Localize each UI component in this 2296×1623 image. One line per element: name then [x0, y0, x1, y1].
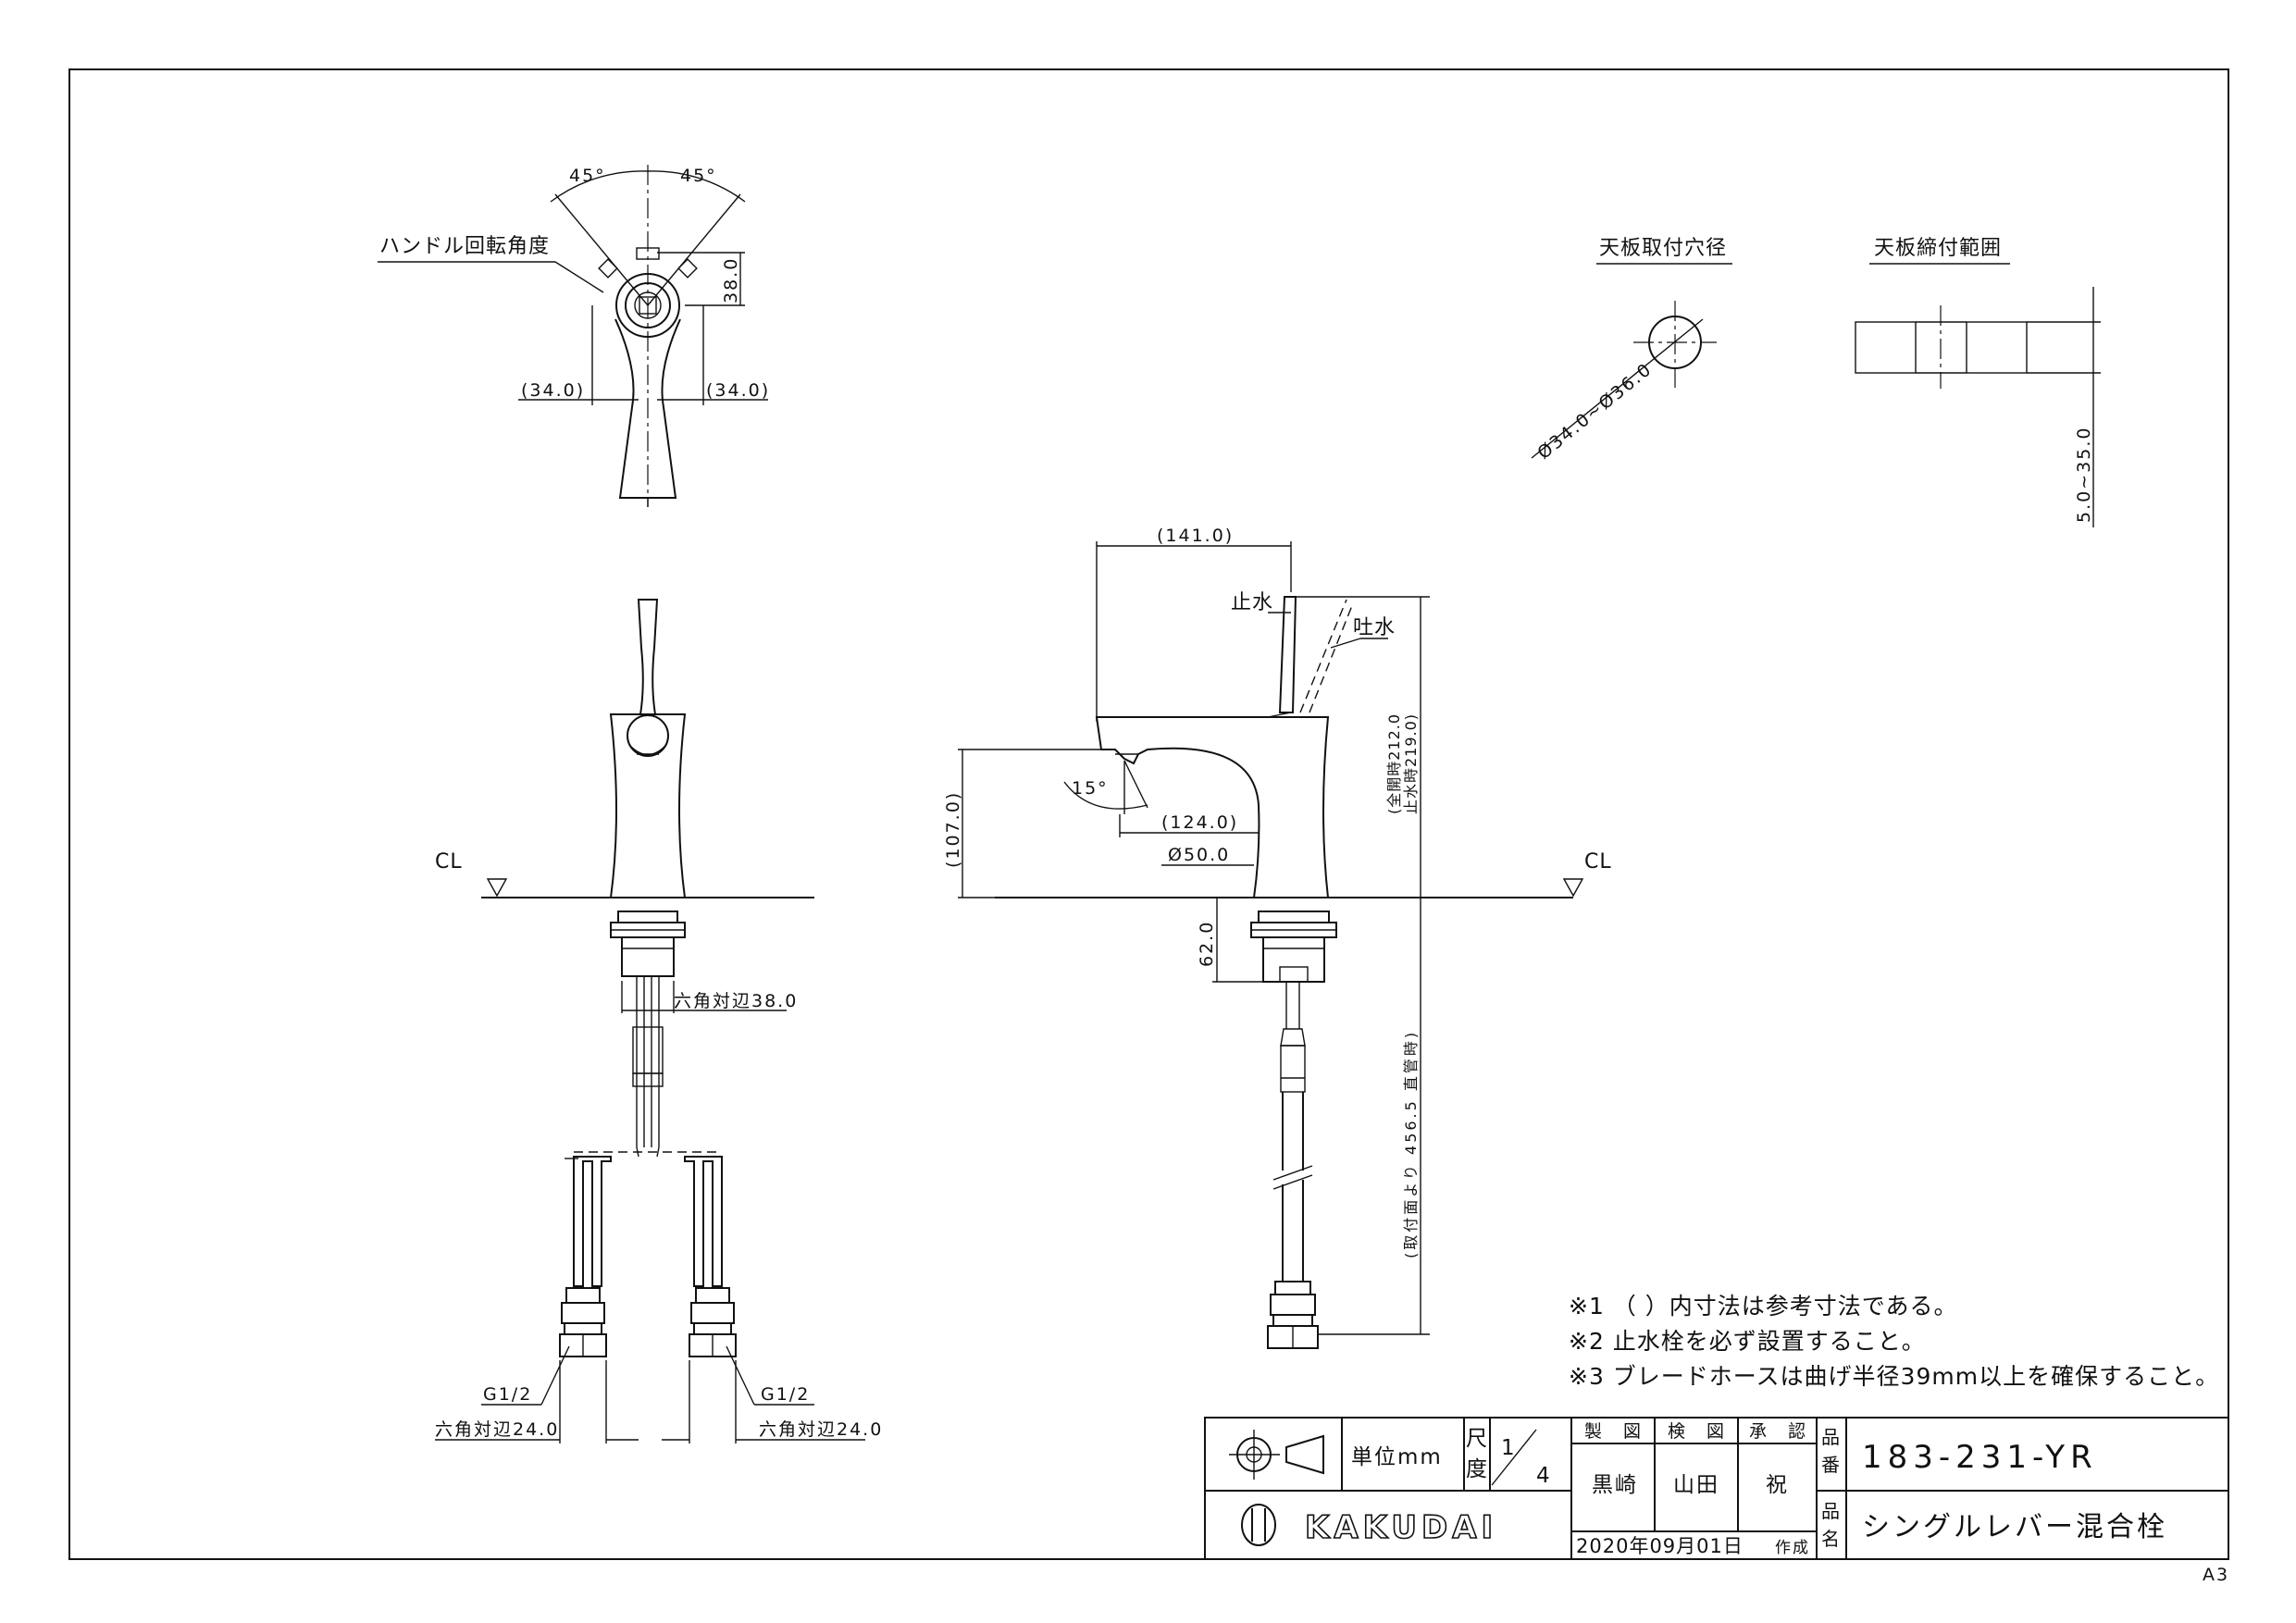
- g-left-label: G1/2: [483, 1384, 532, 1405]
- dim-141: (141.0): [1157, 526, 1234, 546]
- kakudai-logo-icon: [1241, 1504, 1276, 1546]
- unit-label: 単位mm: [1351, 1445, 1443, 1469]
- title-block: 単位mm 尺 度 1 4 製 図 検 図 承 認 黒崎 山田 祝 品 番 183…: [1204, 1417, 2229, 1560]
- part-number: 183-231-YR: [1862, 1439, 2098, 1476]
- drawing-frame: [68, 68, 2229, 1560]
- checked-by: 山田: [1673, 1473, 1719, 1497]
- product-name-label-1: 品: [1821, 1500, 1842, 1522]
- part-number-label-2: 番: [1821, 1454, 1842, 1476]
- scale-label-top: 尺: [1466, 1427, 1489, 1451]
- thickness-title: 天板締付範囲: [1874, 237, 2002, 260]
- paper-size: A3: [2203, 1565, 2229, 1585]
- cl-right-label: CL: [1584, 850, 1612, 873]
- header-approved: 承 認: [1749, 1421, 1807, 1442]
- g-right-label: G1/2: [761, 1384, 810, 1405]
- part-number-label-1: 品: [1821, 1426, 1842, 1448]
- front-view: CL 六角対辺38.0: [435, 599, 883, 1443]
- dim-34-right: (34.0): [706, 380, 770, 401]
- dim-50: Ø50.0: [1168, 845, 1230, 865]
- thickness-dim: 5.0~35.0: [2074, 427, 2094, 523]
- angle-15-label: 15°: [1072, 778, 1109, 799]
- cl-left-label: CL: [435, 850, 463, 873]
- dim-456: (取付面より 456.5 直管時): [1402, 1030, 1420, 1258]
- product-name: シングルレバー混合栓: [1862, 1511, 2167, 1543]
- brand-name: KAKUDAI: [1305, 1509, 1497, 1546]
- hole-title: 天板取付穴径: [1599, 237, 1727, 260]
- handle-rotation-title: ハンドル回転角度: [379, 235, 550, 258]
- header-checked: 検 図: [1668, 1421, 1726, 1442]
- notes: ※1 （ ）内寸法は参考寸法である。 ※2 止水栓を必ず設置すること。 ※3 ブ…: [1569, 1293, 2219, 1390]
- dim-124: (124.0): [1161, 812, 1238, 833]
- side-view: (141.0) 止水 吐水 CL (107.0) 15° (124.0): [943, 526, 1612, 1349]
- angle-right-label: 45°: [680, 166, 717, 186]
- projection-symbol-icon: [1229, 1430, 1324, 1480]
- note-3: ※3 ブレードホースは曲げ半径39mm以上を確保すること。: [1569, 1363, 2219, 1390]
- counter-thickness-detail: 天板締付範囲 5.0~35.0: [1855, 237, 2101, 527]
- angle-left-label: 45°: [569, 166, 606, 186]
- shut-label: 止水: [1231, 591, 1273, 614]
- header-drawn: 製 図: [1584, 1421, 1643, 1442]
- hex-24-left-label: 六角対辺24.0: [435, 1419, 559, 1440]
- mounting-hole-detail: 天板取付穴径 Ø34.0~Ø36.0: [1531, 237, 1732, 464]
- dim-219: 止水時219.0): [1402, 713, 1420, 814]
- drawn-by: 黒崎: [1592, 1473, 1638, 1497]
- hex-24-right-label: 六角対辺24.0: [759, 1419, 883, 1440]
- dim-62: 62.0: [1197, 921, 1217, 967]
- dim-38: 38.0: [721, 257, 741, 304]
- note-2: ※2 止水栓を必ず設置すること。: [1569, 1328, 1926, 1355]
- hole-dim: Ø34.0~Ø36.0: [1533, 359, 1656, 464]
- created-date: 2020年09月01日: [1576, 1535, 1744, 1557]
- dim-107: (107.0): [943, 791, 963, 868]
- dim-212: (全開時212.0: [1385, 713, 1403, 814]
- product-name-label-2: 名: [1821, 1528, 1842, 1550]
- top-view: ハンドル回転角度 45° 45° 38.0 (34.0): [378, 165, 770, 507]
- spout-label: 吐水: [1353, 616, 1396, 639]
- created-label: 作成: [1775, 1539, 1810, 1557]
- approved-by: 祝: [1766, 1473, 1789, 1497]
- scale-label-bottom: 度: [1466, 1457, 1489, 1481]
- scale-denominator: 4: [1536, 1464, 1552, 1488]
- note-1: ※1 （ ）内寸法は参考寸法である。: [1569, 1293, 1958, 1319]
- dim-34-left: (34.0): [521, 380, 585, 401]
- scale-numerator: 1: [1501, 1436, 1517, 1460]
- hex-38-label: 六角対辺38.0: [674, 991, 798, 1011]
